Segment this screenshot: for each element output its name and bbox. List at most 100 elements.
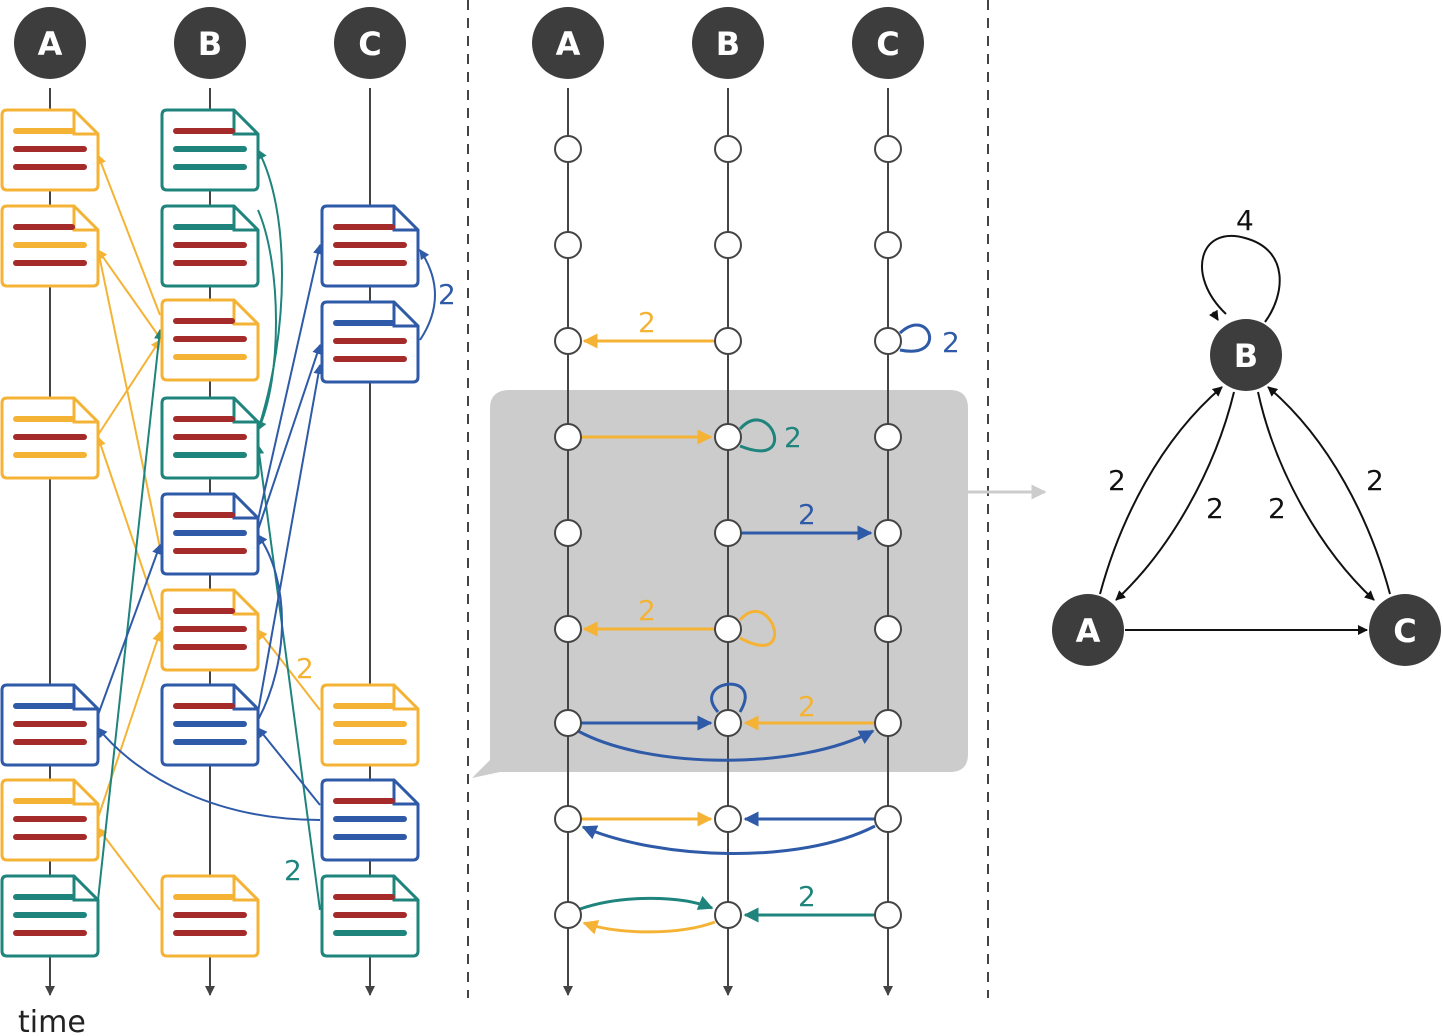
node-b-label: B	[198, 25, 222, 63]
weight-label: 2	[784, 421, 802, 454]
event-node	[714, 135, 742, 163]
arrow-blue	[97, 544, 162, 716]
event-node	[874, 423, 902, 451]
node-b	[174, 7, 246, 79]
arrow-orange	[97, 249, 161, 339]
event-node	[874, 135, 902, 163]
document	[160, 108, 260, 192]
arrow-blue	[257, 727, 321, 806]
event-node	[554, 423, 582, 451]
event-node	[554, 327, 582, 355]
document	[160, 874, 260, 958]
self-loop-b	[710, 682, 747, 713]
event-node	[714, 805, 742, 833]
node-c	[852, 7, 924, 79]
event-node	[874, 519, 902, 547]
right-graph: B A C 4 2 2 2 2	[1052, 204, 1441, 666]
node-a	[532, 7, 604, 79]
edge-weight-b-to-a: 2	[1206, 492, 1224, 525]
edge-a-to-b	[579, 895, 714, 911]
event-node	[874, 231, 902, 259]
document	[160, 204, 260, 288]
arrow-teal	[257, 209, 277, 431]
document	[0, 108, 100, 192]
weight-label: 2	[638, 306, 656, 339]
arrow-blue	[257, 364, 324, 713]
event-node	[874, 901, 902, 929]
event-node	[554, 901, 582, 929]
self-loop-c	[898, 323, 932, 353]
event-node	[554, 231, 582, 259]
graph-node-a-label: A	[1076, 612, 1101, 650]
left-arrows	[94, 149, 436, 911]
node-a	[14, 7, 86, 79]
event-node	[874, 709, 902, 737]
node-c-label: C	[358, 25, 381, 63]
edge-c-to-a	[581, 824, 876, 855]
event-node	[714, 709, 742, 737]
weight-label: 2	[638, 594, 656, 627]
event-node	[714, 327, 742, 355]
node-b-label: B	[716, 25, 740, 63]
self-loop-b	[738, 610, 777, 647]
graph-node-b	[1210, 319, 1282, 391]
node-c-label: C	[876, 25, 899, 63]
event-node	[554, 615, 582, 643]
event-node	[714, 231, 742, 259]
arrow-orange	[94, 249, 161, 549]
highlight-box	[472, 390, 968, 778]
document	[320, 874, 420, 958]
event-node	[554, 135, 582, 163]
graph-node-c-label: C	[1393, 612, 1416, 650]
document	[160, 396, 260, 480]
document	[160, 683, 260, 767]
event-node	[714, 615, 742, 643]
graph-node-a	[1052, 594, 1124, 666]
document	[320, 204, 420, 288]
time-axis-label: time	[18, 1005, 86, 1036]
graph-node-b-label: B	[1234, 337, 1258, 375]
node-b	[692, 7, 764, 79]
document	[160, 492, 260, 576]
node-a-label: A	[38, 25, 63, 63]
arrow-teal	[257, 149, 283, 431]
edge-b-to-c	[1257, 391, 1375, 601]
event-node	[874, 805, 902, 833]
edge-weight-loop-b: 4	[1236, 204, 1254, 237]
edge-weight-a-to-b: 2	[1108, 464, 1126, 497]
document	[0, 874, 100, 958]
event-node	[554, 805, 582, 833]
arrow-orange	[96, 154, 161, 316]
weight-label: 2	[798, 498, 816, 531]
document	[320, 683, 420, 767]
edge-weight-c-to-b: 2	[1366, 464, 1384, 497]
document	[0, 683, 100, 767]
middle-edges	[577, 323, 932, 935]
arrow-teal	[254, 444, 321, 911]
arrow-blue	[257, 534, 283, 721]
arrow-orange	[97, 827, 161, 911]
middle-panel: A B C 2 2 2 2 2 2 2	[472, 7, 968, 996]
weight-label: 2	[284, 854, 302, 887]
arrow-orange	[97, 339, 161, 436]
edge-b-to-a	[582, 920, 716, 935]
arrow-blue	[419, 249, 436, 341]
graph-node-c	[1369, 594, 1441, 666]
weight-label: 2	[798, 880, 816, 913]
weight-label: 2	[798, 690, 816, 723]
arrow-blue	[97, 727, 321, 821]
document	[160, 298, 260, 382]
node-c	[334, 7, 406, 79]
event-nodes	[554, 135, 902, 929]
edge-weight-b-to-c: 2	[1268, 492, 1286, 525]
event-node	[874, 615, 902, 643]
event-node	[714, 519, 742, 547]
left-documents	[0, 108, 420, 958]
self-loop-b	[738, 418, 777, 453]
document	[320, 300, 420, 384]
edge-a-to-b	[1099, 386, 1223, 595]
event-node	[714, 423, 742, 451]
event-node	[874, 327, 902, 355]
arrow-teal	[97, 329, 164, 901]
